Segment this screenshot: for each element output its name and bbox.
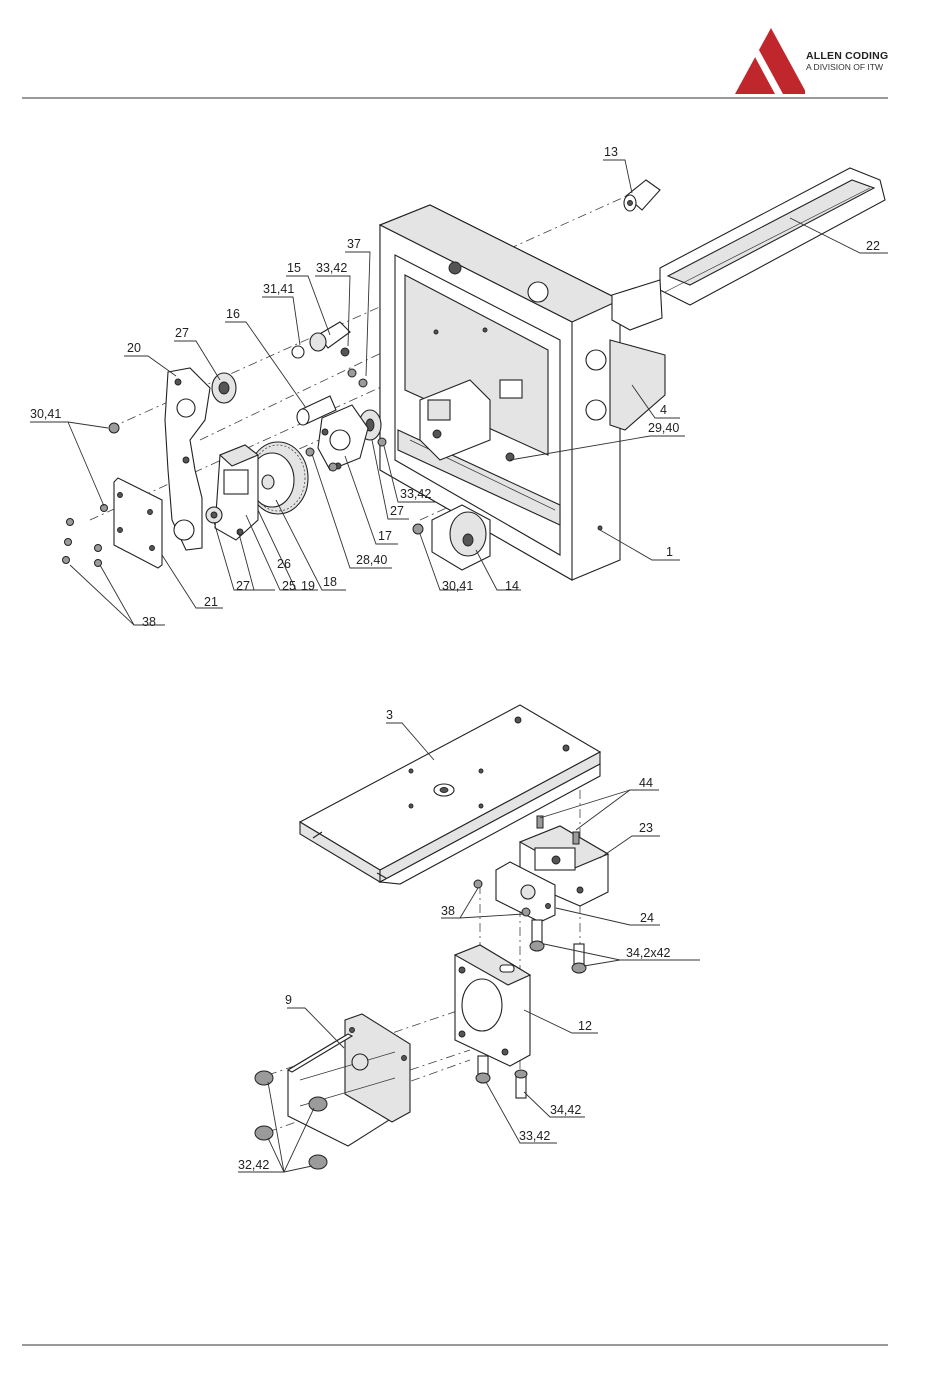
main-frame-part [380,205,620,580]
callout-17: 17 [378,529,392,543]
callout-33-42-upper: 33,42 [316,261,347,275]
callout-23: 23 [639,821,653,835]
callout-30-41-left: 30,41 [30,407,61,421]
callout-27-upper: 27 [175,326,189,340]
upper-exploded-assembly [63,168,886,580]
side-plate-part [165,368,210,550]
bush-part [624,180,660,211]
callout-33-42-mid: 33,42 [400,487,431,501]
callout-29-40: 29,40 [648,421,679,435]
callout-3: 3 [386,708,393,722]
callout-24: 24 [640,911,654,925]
callout-27-mid: 27 [390,504,404,518]
motor-bracket-block-part [206,445,258,540]
callout-26: 26 [277,557,291,571]
callout-33-42-lower: 33,42 [519,1129,550,1143]
callout-25: 25 [282,579,296,593]
callout-38-lower: 38 [441,904,455,918]
callout-9: 9 [285,993,292,1007]
stepper-motor-part [288,1014,410,1146]
callout-4: 4 [660,403,667,417]
callout-34-42: 34,42 [550,1103,581,1117]
callout-28-40: 28,40 [356,553,387,567]
callout-21: 21 [204,595,218,609]
callout-12: 12 [578,1019,592,1033]
callout-44: 44 [639,776,653,790]
callout-14: 14 [505,579,519,593]
mount-plate-part [114,478,162,568]
support-plate-part [610,340,665,430]
callout-16: 16 [226,307,240,321]
callout-38-upper: 38 [142,615,156,629]
callout-20: 20 [127,341,141,355]
callout-31-41: 31,41 [263,282,294,296]
callout-19: 19 [301,579,315,593]
callout-30-41-right: 30,41 [442,579,473,593]
idler-bracket-part [310,322,350,356]
motor-flange-part [455,945,530,1066]
callout-32-42: 32,42 [238,1158,269,1172]
callout-22: 22 [866,239,880,253]
washer-part [292,346,304,358]
callout-13: 13 [604,145,618,159]
callout-27-lower: 27 [236,579,250,593]
callout-1: 1 [666,545,673,559]
lower-exploded-assembly [255,705,608,1169]
callout-15: 15 [287,261,301,275]
callout-37: 37 [347,237,361,251]
callout-18: 18 [323,575,337,589]
bearing-part-upper [212,373,236,403]
callout-34-2x42: 34,2x42 [626,946,671,960]
